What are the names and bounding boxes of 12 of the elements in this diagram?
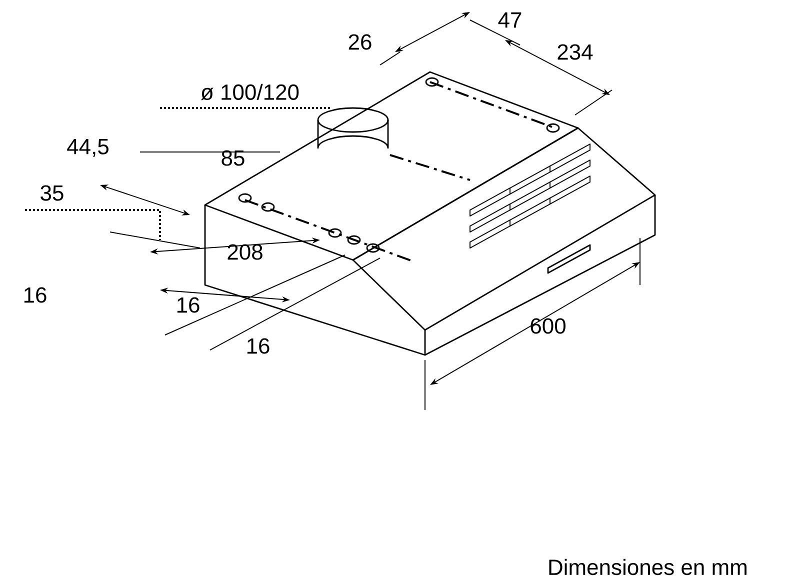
dimension-label: 26 [348, 34, 372, 50]
dimension-label: 16 [24, 287, 46, 303]
dimension-label: 44,5 [67, 139, 108, 157]
dimension-label: 16 [177, 297, 200, 313]
dimension-label: 47 [498, 12, 522, 28]
dimension-label: 600 [530, 318, 566, 334]
dimension-label: 16 [247, 338, 270, 354]
dimension-label: 35 [40, 185, 64, 201]
caption: Dimensiones en mm [549, 558, 746, 576]
dimension-label: ø 100/120 [200, 84, 299, 100]
dimension-label: 208 [228, 244, 262, 260]
dimension-label: 234 [558, 44, 593, 60]
